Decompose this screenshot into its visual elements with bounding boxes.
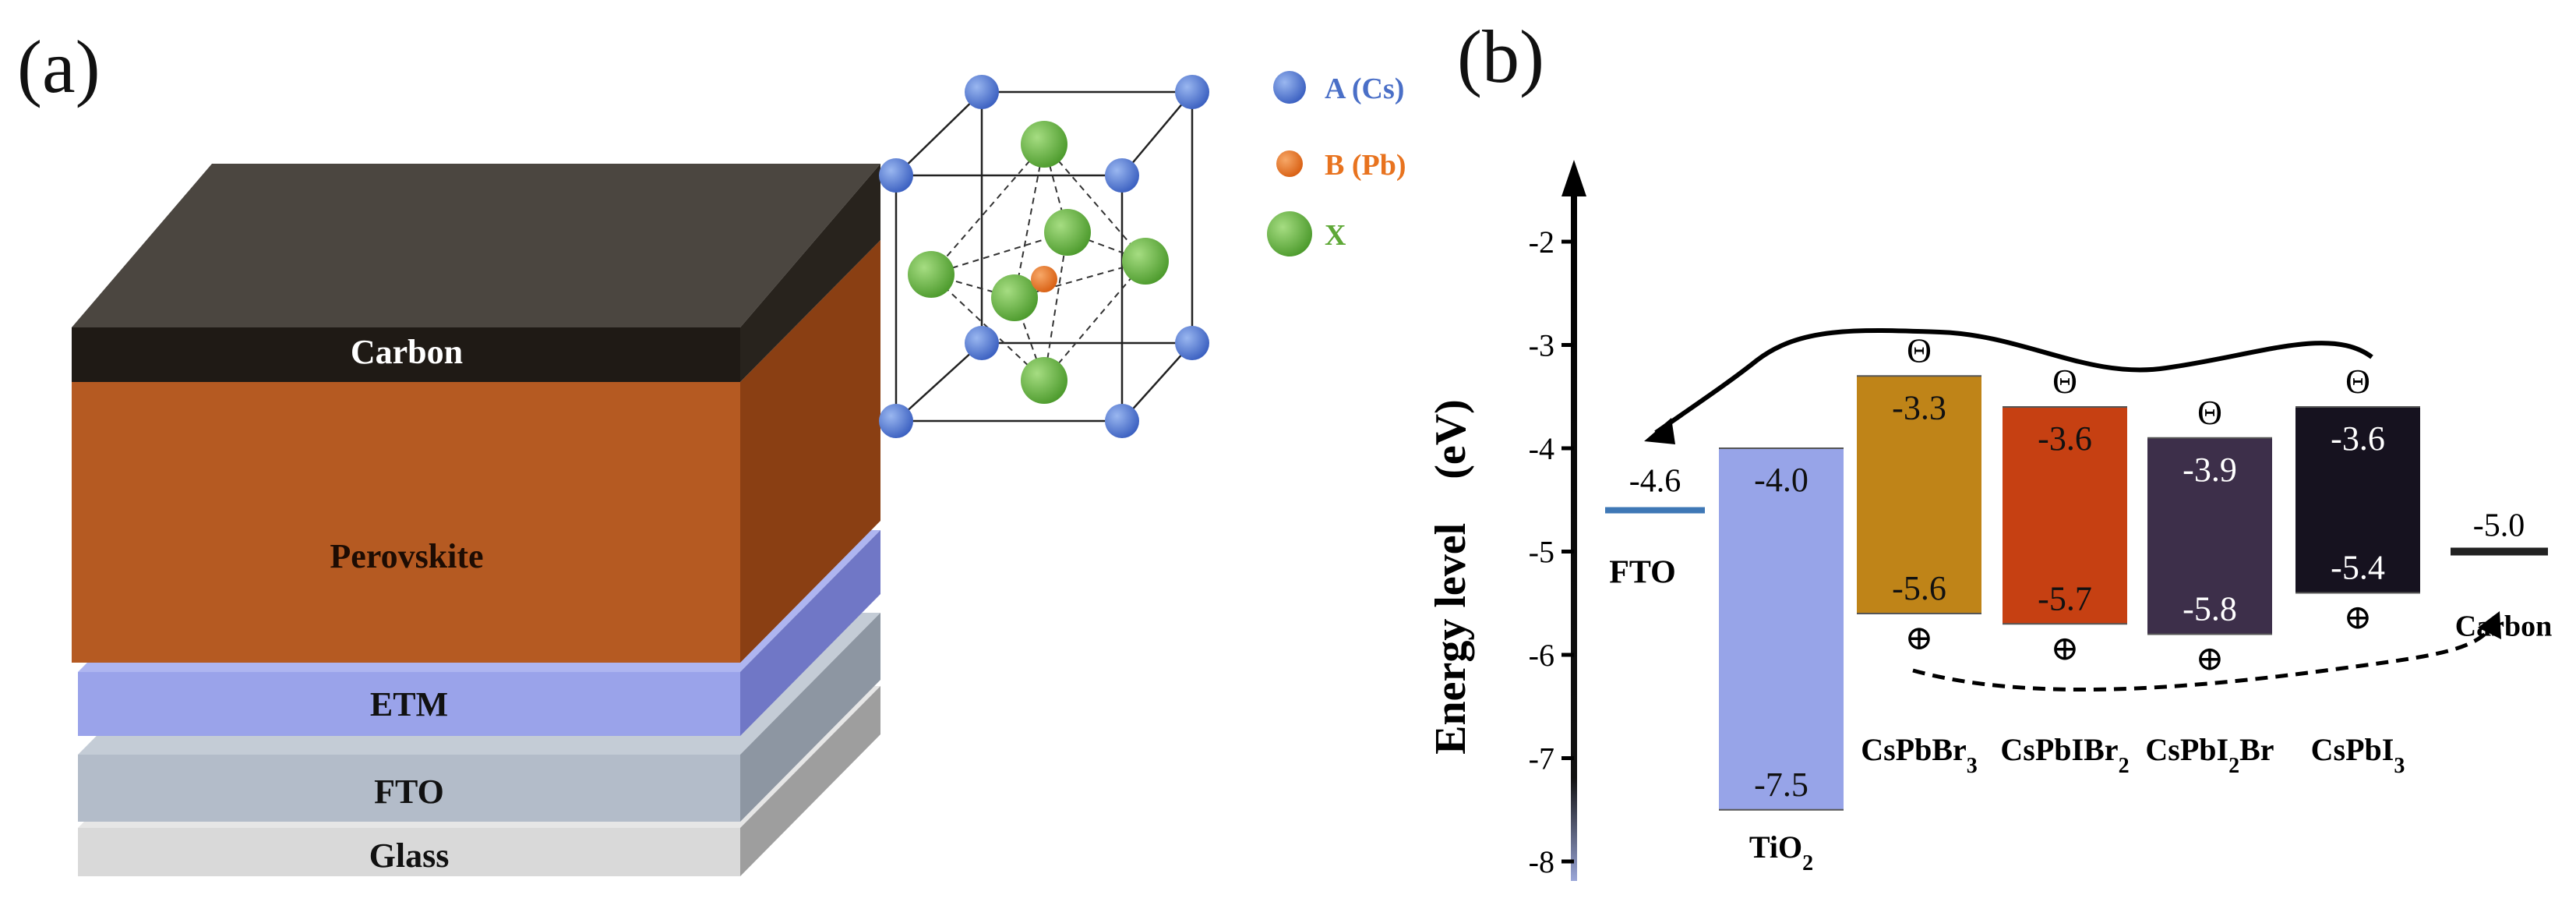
panel-a-label: (a) bbox=[17, 25, 101, 108]
band-cspbbr3-name: CsPbBr3 bbox=[1861, 732, 1978, 778]
crystal-cell-edges bbox=[895, 90, 1194, 423]
band-cspbibr2-hole-icon: ⊕ bbox=[2051, 629, 2080, 667]
perovskite-layer-label: Perovskite bbox=[330, 537, 483, 575]
band-tio2-name: TiO2 bbox=[1749, 829, 1813, 875]
carbon-layer-label: Carbon bbox=[351, 333, 463, 371]
band-cspbbr3-bar bbox=[1857, 376, 1981, 614]
x-site-atoms bbox=[908, 121, 1169, 404]
etm-layer-label: ETM bbox=[370, 685, 448, 723]
legend-label-a-site: A (Cs) bbox=[1325, 73, 1404, 105]
band-cspbibr2-bar bbox=[2003, 407, 2127, 624]
crystal-structure bbox=[879, 75, 1209, 438]
band-cspbi2br-bar bbox=[2147, 437, 2272, 635]
panel-b-label: (b) bbox=[1457, 15, 1544, 98]
y-axis-line bbox=[1571, 195, 1577, 881]
y-tick-label: -4 bbox=[1529, 431, 1554, 466]
legend-item-a-site: A (Cs) bbox=[1273, 71, 1404, 105]
band-cspbi2br-name-suffix: Br bbox=[2239, 732, 2274, 767]
fto-layer-label: FTO bbox=[374, 773, 444, 811]
legend-label-x-site: X bbox=[1325, 219, 1346, 252]
glass-label: Glass bbox=[369, 836, 450, 875]
b-site-atom bbox=[1031, 266, 1057, 292]
band-cspbi2br-vb-value: -5.8 bbox=[2183, 590, 2237, 628]
carbon-layer: Carbon bbox=[72, 164, 880, 382]
band-cspbi3-name-main: CsPbI bbox=[2311, 732, 2394, 767]
y-tick-label: -3 bbox=[1529, 328, 1554, 363]
legend-label-b-site: B (Pb) bbox=[1325, 149, 1406, 182]
legend-swatch-a-site bbox=[1273, 71, 1306, 104]
fto-name: FTO bbox=[1609, 555, 1676, 591]
band-cspbi3-name: CsPbI3 bbox=[2311, 732, 2405, 778]
band-cspbibr2-name: CsPbIBr2 bbox=[2000, 732, 2129, 778]
legend-swatch-b-site bbox=[1276, 150, 1303, 177]
hole-arrow-head-icon bbox=[2478, 611, 2501, 639]
atom-legend: A (Cs) B (Pb) X bbox=[1267, 71, 1406, 256]
y-tick-label: -5 bbox=[1529, 535, 1554, 570]
band-cspbibr2-cb-value: -3.6 bbox=[2038, 419, 2092, 458]
band-tio2-name-main: TiO bbox=[1749, 829, 1802, 865]
band-cspbibr2-electron-icon: Θ bbox=[2052, 363, 2077, 401]
carbon-level-value: -5.0 bbox=[2473, 508, 2525, 544]
band-cspbi3-cb-value: -3.6 bbox=[2331, 419, 2385, 458]
carbon-level-line bbox=[2451, 547, 2548, 556]
carbon-name: Carbon bbox=[2455, 610, 2553, 643]
energy-bands: -4.6FTO-5.0Carbon-4.0-7.5TiO2-3.3-5.6CsP… bbox=[1605, 331, 2552, 875]
panel-a: (a) Glass FTO ETM Perovskite bbox=[17, 25, 1406, 876]
legend-item-b-site: B (Pb) bbox=[1276, 149, 1406, 182]
y-tick-label: -2 bbox=[1529, 225, 1554, 260]
band-tio2-name-subscript: 2 bbox=[1802, 851, 1813, 875]
y-tick-label: -6 bbox=[1529, 638, 1554, 673]
y-axis-arrow-icon bbox=[1561, 160, 1586, 196]
perovskite-layer: Perovskite bbox=[72, 240, 880, 663]
hole-transfer-curve bbox=[1912, 622, 2496, 691]
band-tio2-cb-value: -4.0 bbox=[1754, 461, 1808, 499]
band-cspbi3-name-subscript: 3 bbox=[2394, 754, 2405, 778]
electron-transfer-curve bbox=[1654, 328, 2373, 435]
y-tick-label: -8 bbox=[1529, 844, 1554, 879]
band-cspbibr2-name-main: CsPbIBr bbox=[2000, 732, 2118, 767]
band-cspbbr3-vb-value: -5.6 bbox=[1892, 569, 1946, 607]
band-cspbi2br-electron-icon: Θ bbox=[2197, 394, 2222, 432]
band-cspbi2br-name-main: CsPbI bbox=[2145, 732, 2228, 767]
band-cspbi3-vb-value: -5.4 bbox=[2331, 549, 2385, 587]
band-cspbi3-bar bbox=[2295, 407, 2420, 593]
band-cspbibr2-vb-value: -5.7 bbox=[2038, 579, 2092, 617]
band-tio2-bar bbox=[1719, 448, 1844, 810]
electron-arrow-head-icon bbox=[1644, 418, 1675, 444]
panel-b: (b) Energy level (eV) -2 -3 -4 -5 -6 -7 -8 -4.… bbox=[1427, 15, 2552, 881]
fto-level-value: -4.6 bbox=[1629, 464, 1681, 500]
band-cspbi2br-hole-icon: ⊕ bbox=[2196, 640, 2225, 678]
band-cspbi3-electron-icon: Θ bbox=[2345, 363, 2370, 401]
legend-swatch-x-site bbox=[1267, 211, 1312, 256]
a-site-atoms bbox=[879, 75, 1209, 438]
band-cspbi2br-name-subscript: 2 bbox=[2228, 754, 2239, 778]
band-cspbbr3-electron-icon: Θ bbox=[1907, 331, 1932, 370]
band-cspbbr3-name-main: CsPbBr bbox=[1861, 732, 1967, 767]
y-tick-label: -7 bbox=[1529, 741, 1554, 776]
band-cspbibr2-name-subscript: 2 bbox=[2119, 754, 2130, 778]
band-cspbi2br-cb-value: -3.9 bbox=[2183, 451, 2237, 489]
y-ticks: -2 -3 -4 -5 -6 -7 -8 bbox=[1529, 225, 1574, 879]
band-cspbbr3-cb-value: -3.3 bbox=[1892, 388, 1946, 426]
y-axis: -2 -3 -4 -5 -6 -7 -8 bbox=[1529, 160, 1586, 881]
y-axis-label: Energy level (eV) bbox=[1427, 399, 1475, 755]
electron-transfer-arrow bbox=[1644, 328, 2373, 444]
band-cspbi3-hole-icon: ⊕ bbox=[2344, 599, 2373, 637]
band-cspbbr3-hole-icon: ⊕ bbox=[1905, 619, 1934, 657]
band-cspbi2br-name: CsPbI2Br bbox=[2145, 732, 2274, 778]
band-tio2-vb-value: -7.5 bbox=[1754, 766, 1808, 804]
fto-level-line bbox=[1605, 507, 1705, 514]
band-cspbbr3-name-subscript: 3 bbox=[1967, 754, 1978, 778]
hole-transfer-arrow bbox=[1912, 611, 2501, 691]
legend-item-x-site: X bbox=[1267, 211, 1346, 256]
